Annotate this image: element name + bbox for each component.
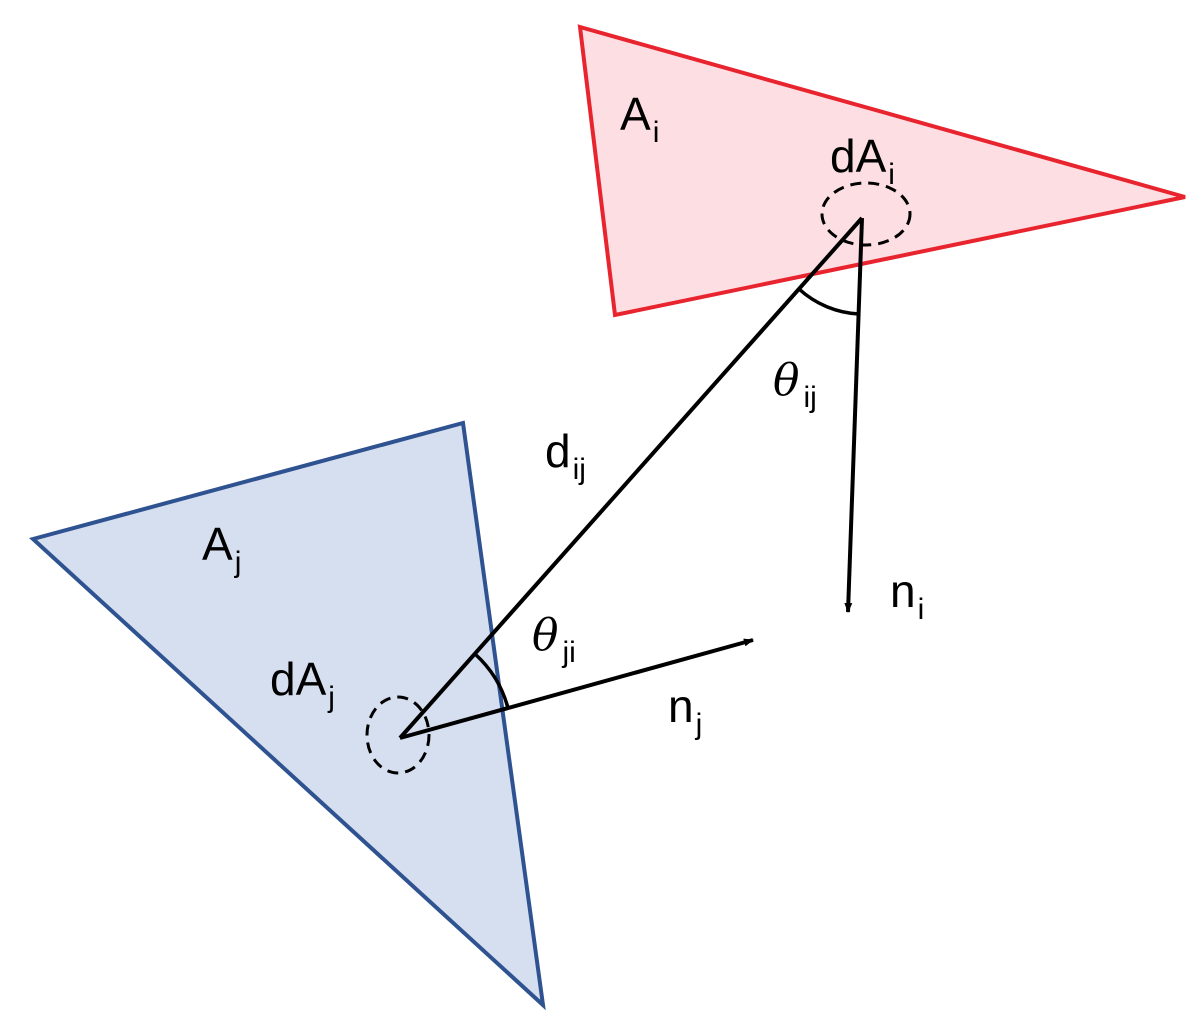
diff-area-j-ellipse — [365, 695, 431, 775]
angle-ji-arc — [473, 652, 510, 709]
distance-label: dij — [545, 425, 586, 486]
normal-j-arrow — [399, 638, 754, 740]
distance-line — [398, 216, 864, 740]
normal-j-label: nj — [668, 680, 702, 741]
diff-area-i-ellipse — [820, 181, 912, 247]
diff-area-j-label: dAj — [270, 653, 335, 714]
angle-ij-arc — [797, 287, 860, 316]
surface-i-triangle — [577, 24, 1186, 318]
normal-i-arrow — [844, 217, 864, 613]
area-i-label: Ai — [620, 88, 659, 149]
normal-i-label: ni — [890, 565, 924, 626]
surface-j-triangle — [28, 420, 546, 1011]
diff-area-i-label: dAi — [830, 130, 895, 191]
area-j-label: Aj — [202, 518, 241, 579]
